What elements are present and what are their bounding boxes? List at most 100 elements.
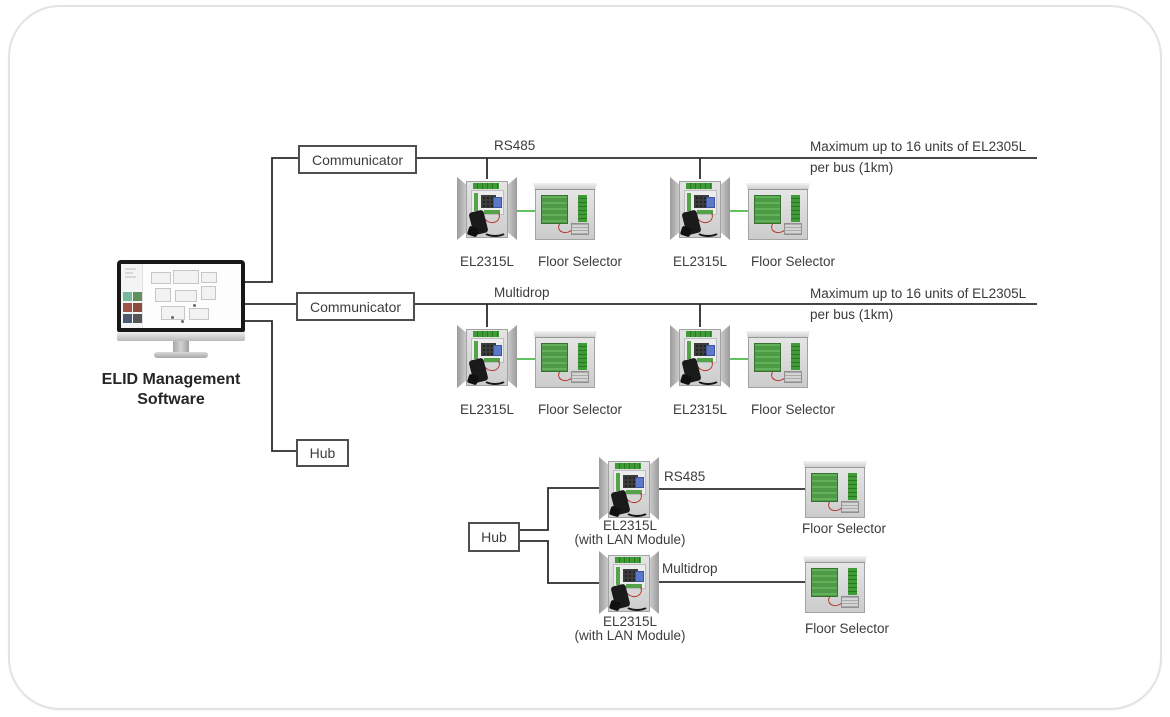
row1-controller1	[457, 177, 517, 240]
enclosure-right-wing	[720, 325, 730, 388]
controller-pcb	[613, 564, 646, 589]
avatar	[123, 292, 132, 301]
terminal-strip	[615, 463, 641, 469]
el2315l-device	[670, 177, 730, 240]
terminal-strip	[473, 331, 499, 337]
enclosure-top-flange	[533, 183, 597, 190]
power-cord	[696, 373, 720, 385]
power-plug	[679, 373, 693, 386]
green-terminal-strip	[616, 567, 620, 585]
row1-selector1	[533, 183, 597, 240]
keypad-block	[481, 343, 496, 356]
management-software-label-line2: Software	[137, 391, 205, 408]
terminal-column	[791, 343, 800, 370]
enclosure-top-flange	[803, 556, 867, 563]
enclosure-box	[535, 188, 595, 240]
avatar	[123, 303, 132, 312]
row2-selector1	[533, 331, 597, 388]
communicator1-label: Communicator	[311, 151, 404, 168]
enclosure-left-wing	[670, 325, 680, 388]
multidrop-bus-note-line2: per bus (1km)	[810, 307, 894, 322]
el2315l-device	[670, 325, 730, 388]
communicator1-box: Communicator	[298, 145, 417, 174]
enclosure-left-wing	[670, 177, 680, 240]
blue-connector	[493, 345, 502, 356]
green-terminal-strip-2	[697, 358, 713, 362]
hub2-label: Hub	[481, 529, 507, 545]
enclosure-right-wing	[649, 457, 659, 520]
enclosure-top-flange	[803, 461, 867, 468]
terminal-strip	[473, 183, 499, 189]
terminal-strip	[686, 331, 712, 337]
monitor-screen	[121, 264, 241, 328]
floor-selector-device	[533, 331, 597, 388]
green-terminal-strip	[474, 341, 478, 359]
el2315l-device	[457, 177, 517, 240]
el2315l-device	[457, 325, 517, 388]
lan-controller2-label: EL2315L	[602, 614, 658, 629]
green-terminal-strip	[687, 341, 691, 359]
row2-controller2-label: EL2315L	[672, 402, 728, 417]
power-supply-label	[784, 371, 802, 383]
power-supply-label	[841, 501, 859, 513]
lan-controller2	[599, 551, 659, 614]
management-software-label-line1: ELID Management	[101, 371, 241, 388]
terminal-strip	[686, 183, 712, 189]
hub2-to-lan-controller1-line	[516, 487, 601, 531]
rs485-bus-label: RS485	[494, 138, 536, 153]
rs485-bus-note-line2: per bus (1km)	[810, 160, 894, 175]
el2315l-device	[599, 551, 659, 614]
terminal-column	[848, 568, 857, 595]
selector-pcb	[811, 568, 838, 597]
green-terminal-strip-2	[697, 210, 713, 214]
power-cord	[483, 373, 507, 385]
lan-selector2-label: Floor Selector	[804, 621, 890, 636]
blue-connector	[706, 197, 715, 208]
enclosure-body	[608, 555, 650, 612]
enclosure-box	[748, 188, 808, 240]
hub2-box: Hub	[468, 522, 520, 552]
monitor-base	[154, 352, 208, 358]
power-supply-label	[571, 371, 589, 383]
terminal-column	[848, 473, 857, 500]
row2-controller1-label: EL2315L	[459, 402, 515, 417]
enclosure-body	[466, 329, 508, 386]
keypad-block	[694, 343, 709, 356]
power-supply-label	[841, 596, 859, 608]
green-terminal-strip-2	[484, 210, 500, 214]
green-terminal-strip-2	[626, 490, 642, 494]
keypad-block	[481, 195, 496, 208]
blue-connector	[635, 477, 644, 488]
el2315l-device	[599, 457, 659, 520]
keypad-block	[623, 569, 638, 582]
selector-pcb	[754, 343, 781, 372]
enclosure-top-flange	[533, 331, 597, 338]
lan-controller1	[599, 457, 659, 520]
management-software-label: ELID Management Software	[81, 370, 261, 410]
lan-multidrop-label: Multidrop	[662, 561, 718, 576]
green-terminal-strip-2	[626, 584, 642, 588]
row2-controller2	[670, 325, 730, 388]
monitor-chin	[117, 332, 245, 341]
avatar	[123, 314, 132, 323]
lan-rs485-label: RS485	[664, 469, 706, 484]
enclosure-box	[805, 561, 865, 613]
multidrop-bus-label: Multidrop	[494, 285, 550, 300]
floor-selector-device	[803, 461, 867, 518]
lan-controller1-sublabel: (with LAN Module)	[574, 532, 686, 547]
avatar	[133, 292, 142, 301]
monitor-to-hub1-line	[245, 320, 296, 452]
power-plug	[608, 505, 622, 518]
green-terminal-strip	[616, 473, 620, 491]
floor-selector-device	[746, 331, 810, 388]
floor-selector-device	[746, 183, 810, 240]
monitor-bezel	[117, 260, 245, 332]
enclosure-body	[679, 329, 721, 386]
management-software-monitor	[117, 260, 245, 358]
enclosure-left-wing	[457, 177, 467, 240]
green-terminal-strip	[474, 193, 478, 211]
blue-connector	[706, 345, 715, 356]
avatar	[133, 314, 142, 323]
hub2-to-lan-controller2-line	[516, 540, 601, 584]
